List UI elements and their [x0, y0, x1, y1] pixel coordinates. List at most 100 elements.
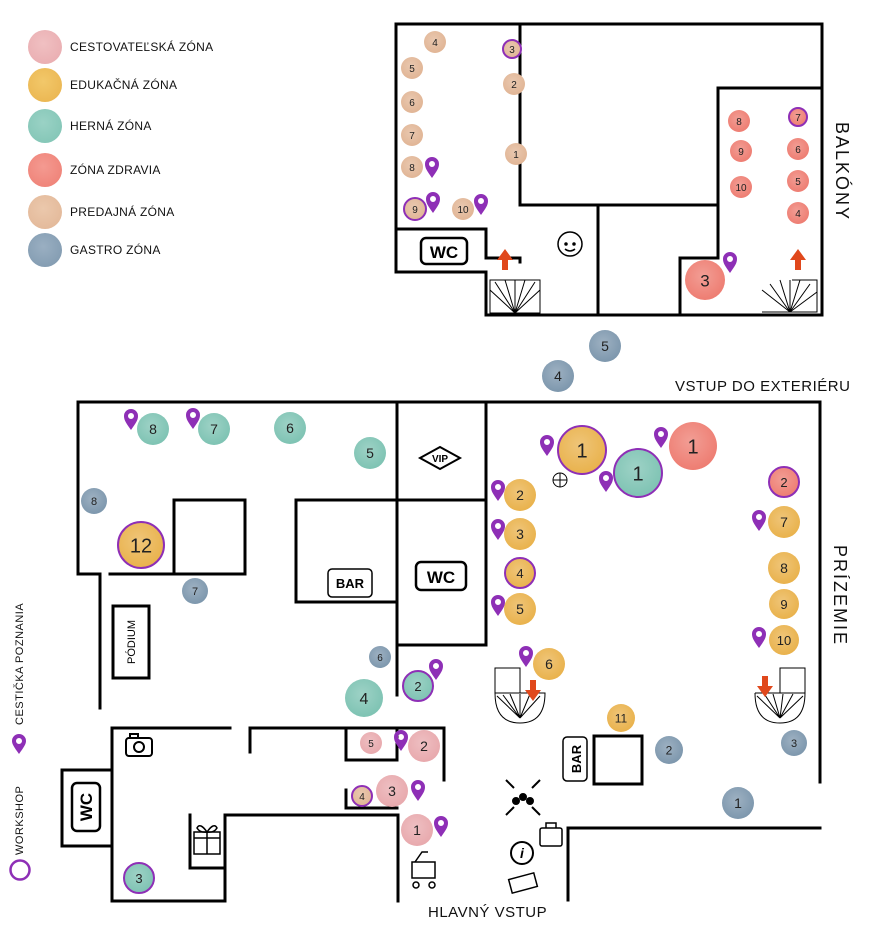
zone-marker-zdravia: 3 — [685, 260, 725, 300]
wc-sign — [414, 560, 468, 592]
zone-marker-circle — [402, 670, 434, 702]
zone-marker-edukacna: 2 — [504, 479, 536, 511]
zone-marker-circle — [401, 156, 423, 178]
map-pin-icon — [429, 659, 443, 680]
zone-marker-gastro: 8 — [81, 488, 107, 514]
balcony-wall — [484, 256, 522, 264]
zone-marker-edukacna: 11 — [607, 704, 635, 732]
wc-label: WC — [77, 793, 96, 821]
zone-marker-number: 6 — [795, 145, 801, 156]
bar-label: BAR — [336, 576, 365, 591]
zone-marker-number: 10 — [457, 205, 469, 216]
zone-marker-herna: 6 — [274, 412, 306, 444]
map-pin-icon — [540, 435, 554, 456]
wc-sign — [70, 781, 102, 833]
legend-item-herna: HERNÁ ZÓNA — [28, 109, 152, 143]
stairs — [489, 279, 818, 724]
zone-marker-gastro: 2 — [655, 736, 683, 764]
ground-wall — [172, 498, 247, 576]
zone-marker-number: 1 — [734, 795, 742, 811]
map-pin-icon — [425, 157, 439, 178]
zone-marker-cestovatelska: 2 — [408, 730, 440, 762]
zone-marker-circle — [655, 736, 683, 764]
bar-sign — [327, 568, 373, 598]
zone-marker-circle — [669, 422, 717, 470]
zone-marker-number: 3 — [135, 871, 142, 886]
zone-marker-number: 7 — [795, 113, 801, 124]
zone-marker-zdravia: 9 — [730, 140, 752, 162]
legend-label: CESTOVATEĽSKÁ ZÓNA — [70, 40, 214, 54]
map-pin-icon — [654, 427, 668, 448]
zone-marker-circle — [137, 413, 169, 445]
route-legend-label: CESTIČKA POZNANIA — [14, 602, 26, 725]
zone-marker-circle — [452, 198, 474, 220]
podium-label: PÓDIUM — [125, 620, 138, 664]
meeting-icon — [505, 779, 541, 816]
zone-marker-circle — [401, 814, 433, 846]
zone-marker-number: 1 — [413, 822, 421, 838]
room-labels: WC WC WC BAR BAR VIP PÓDIUM i — [77, 243, 584, 861]
zone-marker-circle — [408, 730, 440, 762]
baby-icon — [557, 231, 583, 257]
map-pin-icon — [599, 471, 613, 492]
ground-wall — [566, 826, 822, 902]
zone-marker-gastro: 6 — [369, 646, 391, 668]
zone-marker-circle — [768, 466, 800, 498]
legend-swatch — [28, 195, 62, 229]
zone-marker-circle — [542, 360, 574, 392]
zone-marker-herna: 7 — [198, 413, 230, 445]
zone-marker-number: 4 — [554, 368, 562, 384]
zone-marker-zdravia: 1 — [669, 422, 717, 470]
zone-marker-number: 7 — [210, 421, 218, 437]
zone-marker-circle — [787, 138, 809, 160]
zone-marker-circle — [198, 413, 230, 445]
zone-marker-number: 4 — [360, 691, 369, 708]
zone-marker-circle — [557, 425, 607, 475]
zone-marker-circle — [613, 448, 663, 498]
zone-marker-herna: 1 — [613, 448, 663, 498]
zone-marker-predajna: 4 — [424, 31, 446, 53]
zone-marker-gastro: 5 — [589, 330, 621, 362]
luggage-icon — [539, 822, 563, 847]
legend-label: PREDAJNÁ ZÓNA — [70, 205, 175, 219]
zone-marker-number: 1 — [687, 437, 698, 459]
zone-marker-number: 4 — [795, 209, 801, 220]
legend-swatch — [28, 30, 62, 64]
map-pin-icon — [491, 519, 505, 540]
stairs-balcony-right — [761, 279, 818, 313]
balcony-wall — [396, 227, 488, 260]
map-pin-icon — [752, 627, 766, 648]
wc-label: WC — [430, 243, 458, 262]
zone-marker-circle — [123, 862, 155, 894]
zone-marker-edukacna: 3 — [504, 518, 536, 550]
zone-marker-number: 10 — [777, 633, 791, 648]
zone-marker-circle — [401, 57, 423, 79]
zone-marker-number: 5 — [409, 64, 415, 75]
zone-marker-zdravia: 7 — [788, 107, 808, 127]
camera-icon — [125, 733, 153, 757]
zone-marker-circle — [787, 170, 809, 192]
zone-marker-number: 4 — [359, 792, 365, 803]
balcony-wall — [518, 24, 600, 315]
zone-marker-number: 9 — [412, 205, 418, 216]
legend-swatch — [28, 68, 62, 102]
balcony-wall — [394, 22, 824, 317]
zone-marker-number: 5 — [368, 739, 374, 750]
map-pin-icon — [723, 252, 737, 273]
zone-marker-number: 4 — [516, 566, 523, 581]
zone-marker-number: 1 — [576, 441, 587, 463]
ring-icon — [9, 859, 31, 881]
map-pin-icon — [752, 510, 766, 531]
ground-wall — [188, 813, 227, 870]
balcony-wall — [394, 22, 600, 317]
zone-marker-predajna: 7 — [401, 124, 423, 146]
zone-marker-predajna: 6 — [401, 91, 423, 113]
ground-wall — [76, 400, 822, 784]
zone-marker-number: 8 — [91, 496, 97, 508]
zone-marker-zdravia: 8 — [728, 110, 750, 132]
stairs-ground-left — [494, 667, 546, 724]
zone-marker-circle — [769, 589, 799, 619]
zone-marker-herna: 4 — [345, 679, 383, 717]
map-pin-icon — [519, 646, 533, 667]
